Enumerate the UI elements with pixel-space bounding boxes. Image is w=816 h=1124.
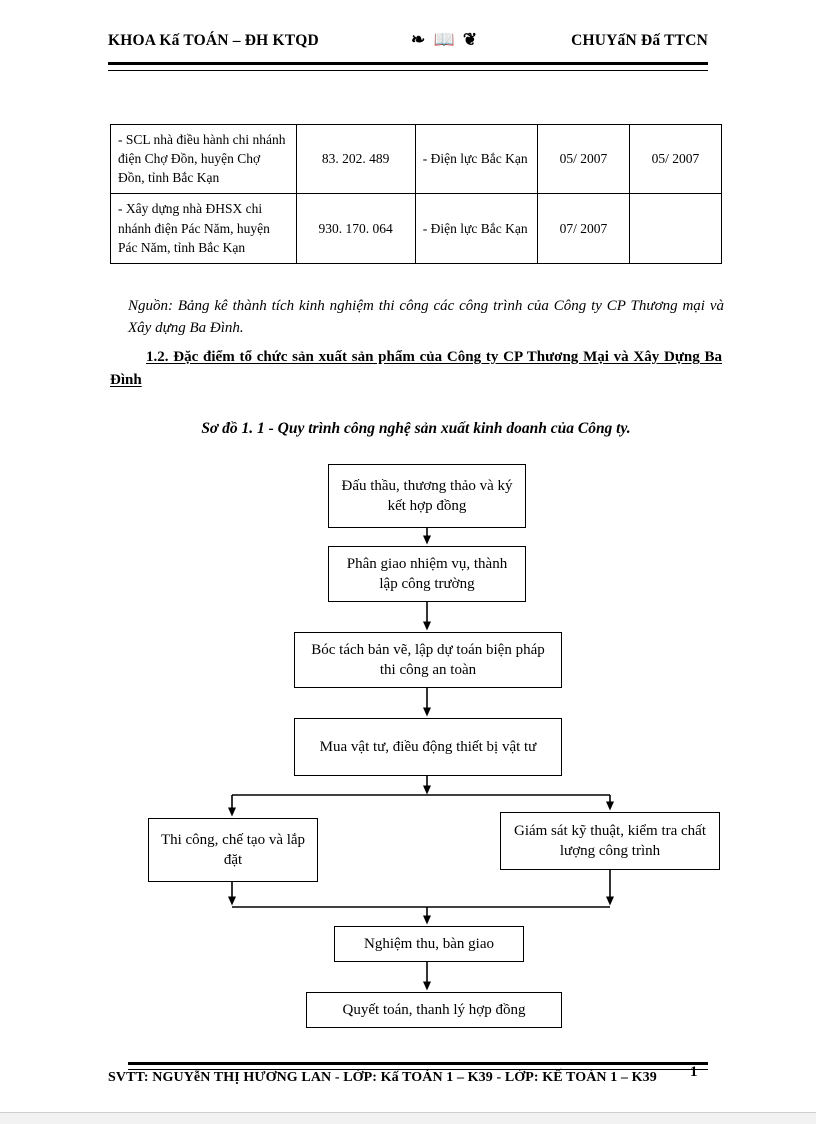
footer-divider: [128, 1062, 708, 1070]
header-divider: [108, 62, 708, 71]
cell-description: - SCL nhà điều hành chi nhánh điện Chợ Đ…: [110, 123, 297, 195]
cell-date-end: [628, 193, 723, 264]
diagram-caption: Sơ đồ 1. 1 - Quy trình công nghệ sản xuấ…: [201, 420, 631, 437]
page-number: 1: [690, 1064, 698, 1080]
flow-node-bidding: Đấu thầu, thương thảo và ký kết hợp đồng: [328, 464, 526, 528]
flow-node-settlement: Quyết toán, thanh lý hợp đồng: [306, 992, 562, 1028]
cell-date-end: 05/ 2007: [628, 123, 723, 195]
footer-text: SVTT: NGUYễN THỊ HƯƠNG LAN - LỚP: Kấ TOÁ…: [108, 1070, 657, 1085]
experience-table: - SCL nhà điều hành chi nhánh điện Chợ Đ…: [110, 123, 723, 264]
cell-date-start: 07/ 2007: [536, 193, 630, 264]
page-header: KHOA Kấ TOÁN – ĐH KTQD ❧ 📖 ❦ CHUYấN Đấ T…: [108, 30, 708, 64]
book-ornament-icon: ❧ 📖 ❦: [410, 30, 480, 49]
cell-description: - Xây dựng nhà ĐHSX chi nhánh điện Pác N…: [110, 193, 297, 264]
section-heading-text: 1.2. Đặc điểm tổ chức sản xuất sản phẩm …: [110, 349, 722, 388]
cell-date-start: 05/ 2007: [536, 123, 630, 195]
table-row: - SCL nhà điều hành chi nhánh điện Chợ Đ…: [110, 123, 723, 195]
header-right-text: CHUYấN Đấ TTCN: [571, 32, 708, 49]
flow-node-acceptance: Nghiệm thu, bàn giao: [334, 926, 524, 962]
cell-value: 930. 170. 064: [295, 193, 416, 264]
flow-node-construction: Thi công, chế tạo và lắp đặt: [148, 818, 318, 882]
page-bottom-edge: [0, 1112, 816, 1124]
source-note-label: Nguồn:: [128, 298, 173, 314]
source-note-text: Bảng kê thành tích kinh nghiệm thi công …: [128, 298, 724, 336]
flow-node-assignment: Phân giao nhiệm vụ, thành lập công trườn…: [328, 546, 526, 602]
flow-node-supervision: Giám sát kỹ thuật, kiểm tra chất lượng c…: [500, 812, 720, 870]
table-row: - Xây dựng nhà ĐHSX chi nhánh điện Pác N…: [110, 193, 723, 264]
cell-value: 83. 202. 489: [295, 123, 416, 195]
flow-node-drawing-estimate: Bóc tách bản vẽ, lập dự toán biện pháp t…: [294, 632, 562, 688]
section-heading: 1.2. Đặc điểm tổ chức sản xuất sản phẩm …: [110, 346, 722, 391]
cell-client: - Điện lực Bắc Kạn: [414, 193, 538, 264]
source-note: Nguồn: Bảng kê thành tích kinh nghiệm th…: [128, 296, 724, 340]
header-left-text: KHOA Kấ TOÁN – ĐH KTQD: [108, 32, 319, 49]
flow-node-materials: Mua vật tư, điều động thiết bị vật tư: [294, 718, 562, 776]
cell-client: - Điện lực Bắc Kạn: [414, 123, 538, 195]
